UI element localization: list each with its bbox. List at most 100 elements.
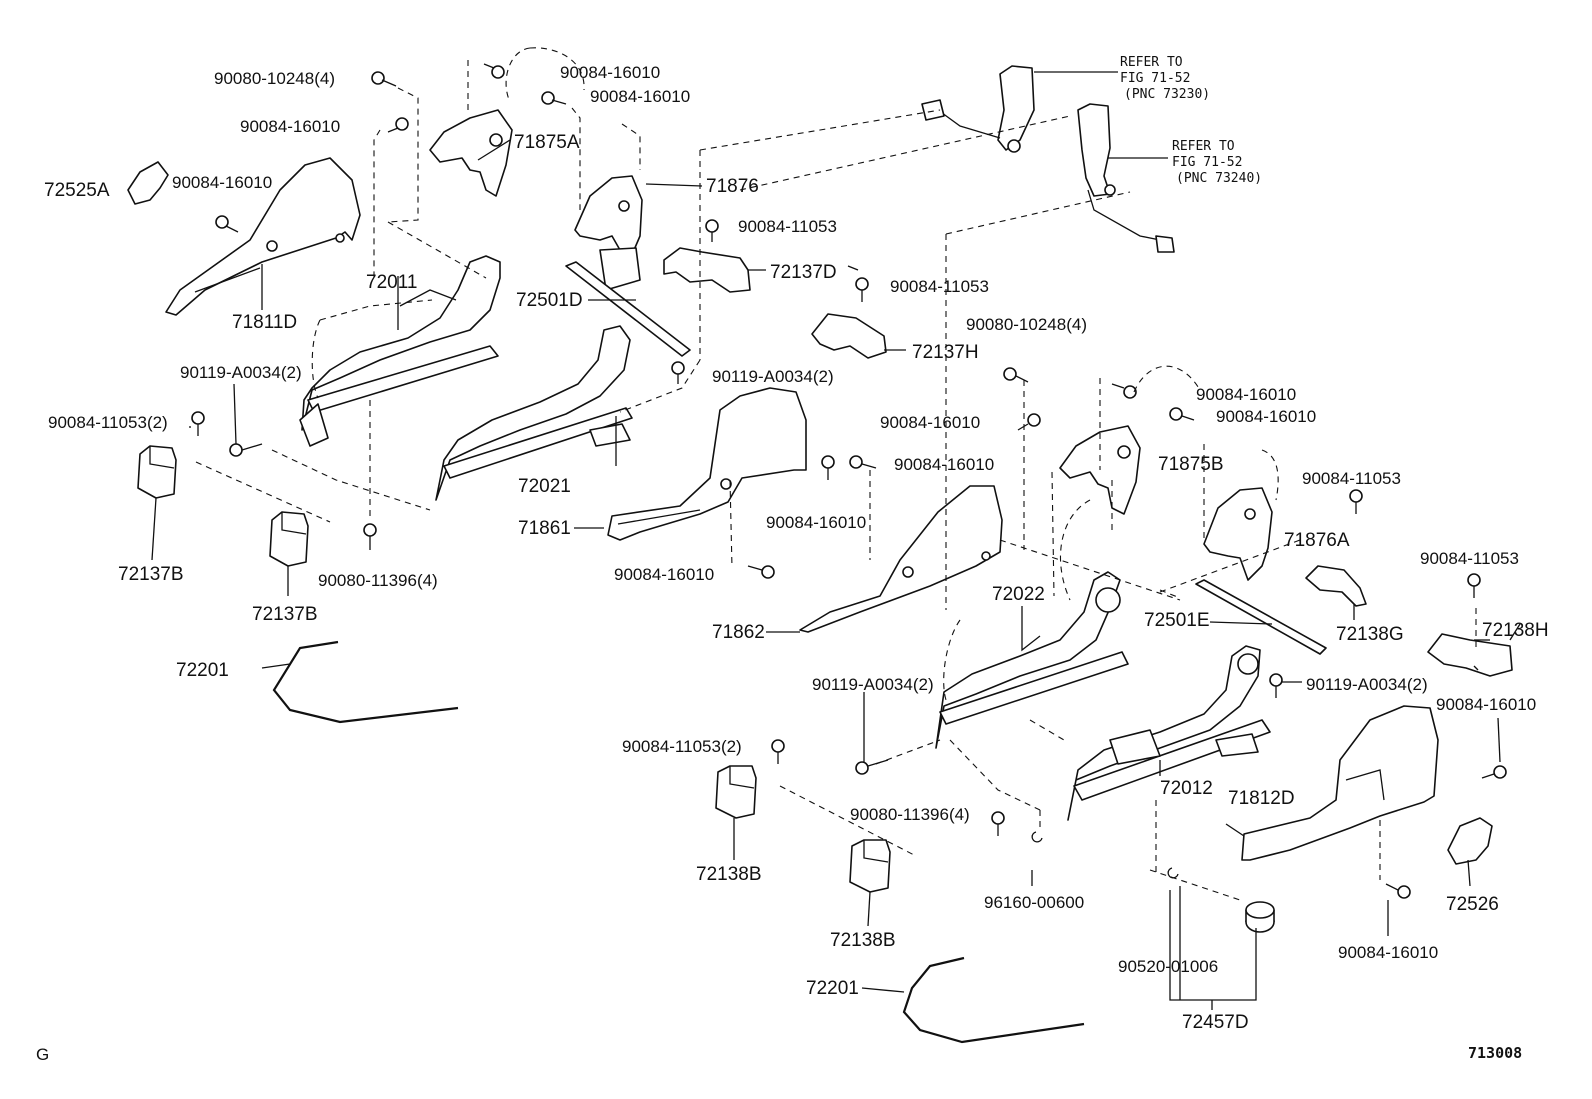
ref1-line3: (PNC 73230) (1124, 87, 1210, 102)
label-l31: 71876A (1284, 530, 1350, 551)
label-l55: 72457D (1182, 1012, 1249, 1033)
bolt-icon (991, 811, 1005, 836)
ref2-line3: (PNC 73240) (1176, 171, 1262, 186)
label-l04: 90084-16010 (240, 117, 340, 136)
label-l03: 90084-16010 (590, 87, 690, 106)
part-71812d-cover (1241, 705, 1439, 861)
label-l37: 72138G (1336, 624, 1404, 645)
label-l25: 71875B (1158, 454, 1224, 475)
bolt-icon (1467, 573, 1481, 598)
bolt-icon (483, 63, 505, 79)
label-l35: 72022 (992, 584, 1045, 605)
part-72501e-rod (1195, 579, 1327, 655)
label-l01: 90080-10248(4) (214, 69, 335, 88)
part-belt-buckle-1 (997, 65, 1035, 151)
part-72137h-bracket (811, 313, 887, 359)
bolt-icon (387, 117, 409, 133)
part-72137b-block-2 (269, 511, 309, 567)
bolt-icon (821, 455, 835, 480)
label-l23: 90084-16010 (894, 455, 994, 474)
label-l27: 90084-16010 (766, 513, 866, 532)
label-l45: 72012 (1160, 778, 1213, 799)
bolt-icon (1169, 407, 1195, 421)
ref1-line1: REFER TO (1120, 55, 1183, 70)
bolt-icon (747, 565, 775, 579)
label-l11: 72011 (366, 272, 417, 293)
label-l47: 90080-11396(4) (850, 805, 970, 824)
label-l18: 90084-11053(2) (48, 413, 168, 432)
part-71876a-cover (1203, 487, 1273, 581)
label-l09: 90084-11053 (738, 217, 837, 236)
leader-lines (151, 47, 1521, 1010)
label-l08: 71876 (706, 176, 759, 197)
label-l38: 72138H (1482, 620, 1549, 641)
label-l16: 90119-A0034(2) (180, 363, 302, 382)
part-72138b-block-1 (715, 765, 757, 819)
label-l49: 96160-00600 (984, 893, 1084, 912)
part-90520-clip (1167, 867, 1179, 879)
part-72011-track (301, 255, 501, 431)
label-l19: 90080-10248(4) (966, 315, 1087, 334)
label-l06: 90084-16010 (172, 173, 272, 192)
part-71875a-cover (429, 109, 513, 197)
bolt-icon (855, 277, 869, 302)
label-l46: 71812D (1228, 788, 1295, 809)
label-l54: 72201 (806, 978, 859, 999)
bolt-icon (855, 759, 889, 775)
part-96160-ring (1031, 831, 1043, 843)
label-l02: 90084-16010 (560, 63, 660, 82)
label-l05: 72525A (44, 180, 110, 201)
part-72138h-bracket (1427, 633, 1513, 677)
ref2-line2: FIG 71-52 (1172, 155, 1242, 170)
part-72022-track (935, 571, 1121, 749)
left-seat-assembly (127, 109, 807, 724)
ref1-line2: FIG 71-52 (1120, 71, 1190, 86)
bolt-icon (1111, 383, 1137, 399)
label-l39: 71862 (712, 622, 765, 643)
label-l42: 90119-A0034(2) (1306, 675, 1428, 694)
bolt-icon (1269, 673, 1283, 698)
label-l34: 90084-11053 (1420, 549, 1519, 568)
part-72525a-knob (127, 161, 169, 205)
bolt-icon (541, 91, 567, 105)
figure-code: 713008 (1468, 1044, 1522, 1062)
label-l44: 90084-11053(2) (622, 737, 742, 756)
label-l17: 90119-A0034(2) (712, 367, 834, 386)
corner-letter: G (36, 1045, 49, 1064)
part-71862-cover (799, 485, 1003, 633)
label-l07: 71875A (514, 132, 580, 153)
bolt-icon (771, 739, 785, 764)
bolt-icon (1017, 413, 1041, 431)
label-l13: 71811D (232, 312, 297, 333)
label-l30: 90080-11396(4) (318, 571, 438, 590)
part-72137b-block-1 (137, 445, 177, 499)
label-l32: 72137B (252, 604, 318, 625)
part-72501d-rod (565, 261, 691, 357)
reference-note-1: REFER TO FIG 71-52 (PNC 73230) (1120, 55, 1210, 102)
part-72137d-bracket (663, 247, 751, 293)
bolt-icon (1349, 489, 1363, 514)
label-l33: 90084-16010 (614, 565, 714, 584)
label-l53: 90520-01006 (1118, 957, 1218, 976)
label-l51: 72138B (830, 930, 896, 951)
bolt-icon (1385, 883, 1411, 899)
bolt-icon (671, 361, 685, 384)
label-l41: 90119-A0034(2) (812, 675, 934, 694)
label-l14: 90084-11053 (890, 277, 989, 296)
callout-labels: 90080-10248(4) 90084-16010 90084-16010 9… (44, 63, 1549, 1033)
bolt-icon (371, 71, 397, 87)
bolt-icon (363, 523, 377, 550)
bolt-icon (849, 455, 877, 469)
part-72021-track (435, 325, 631, 501)
part-72526-knob (1447, 817, 1493, 865)
label-l12: 72501D (516, 290, 583, 311)
label-l15: 72137H (912, 342, 979, 363)
label-l50: 72526 (1446, 894, 1499, 915)
reference-note-2: REFER TO FIG 71-52 (PNC 73240) (1172, 139, 1262, 186)
label-l28: 90084-11053 (1302, 469, 1401, 488)
bolt-icon (705, 219, 719, 242)
part-72457d-knob (1245, 901, 1275, 933)
label-l26: 71861 (518, 518, 571, 539)
label-l40: 72201 (176, 660, 229, 681)
bolt-icon (215, 215, 239, 233)
